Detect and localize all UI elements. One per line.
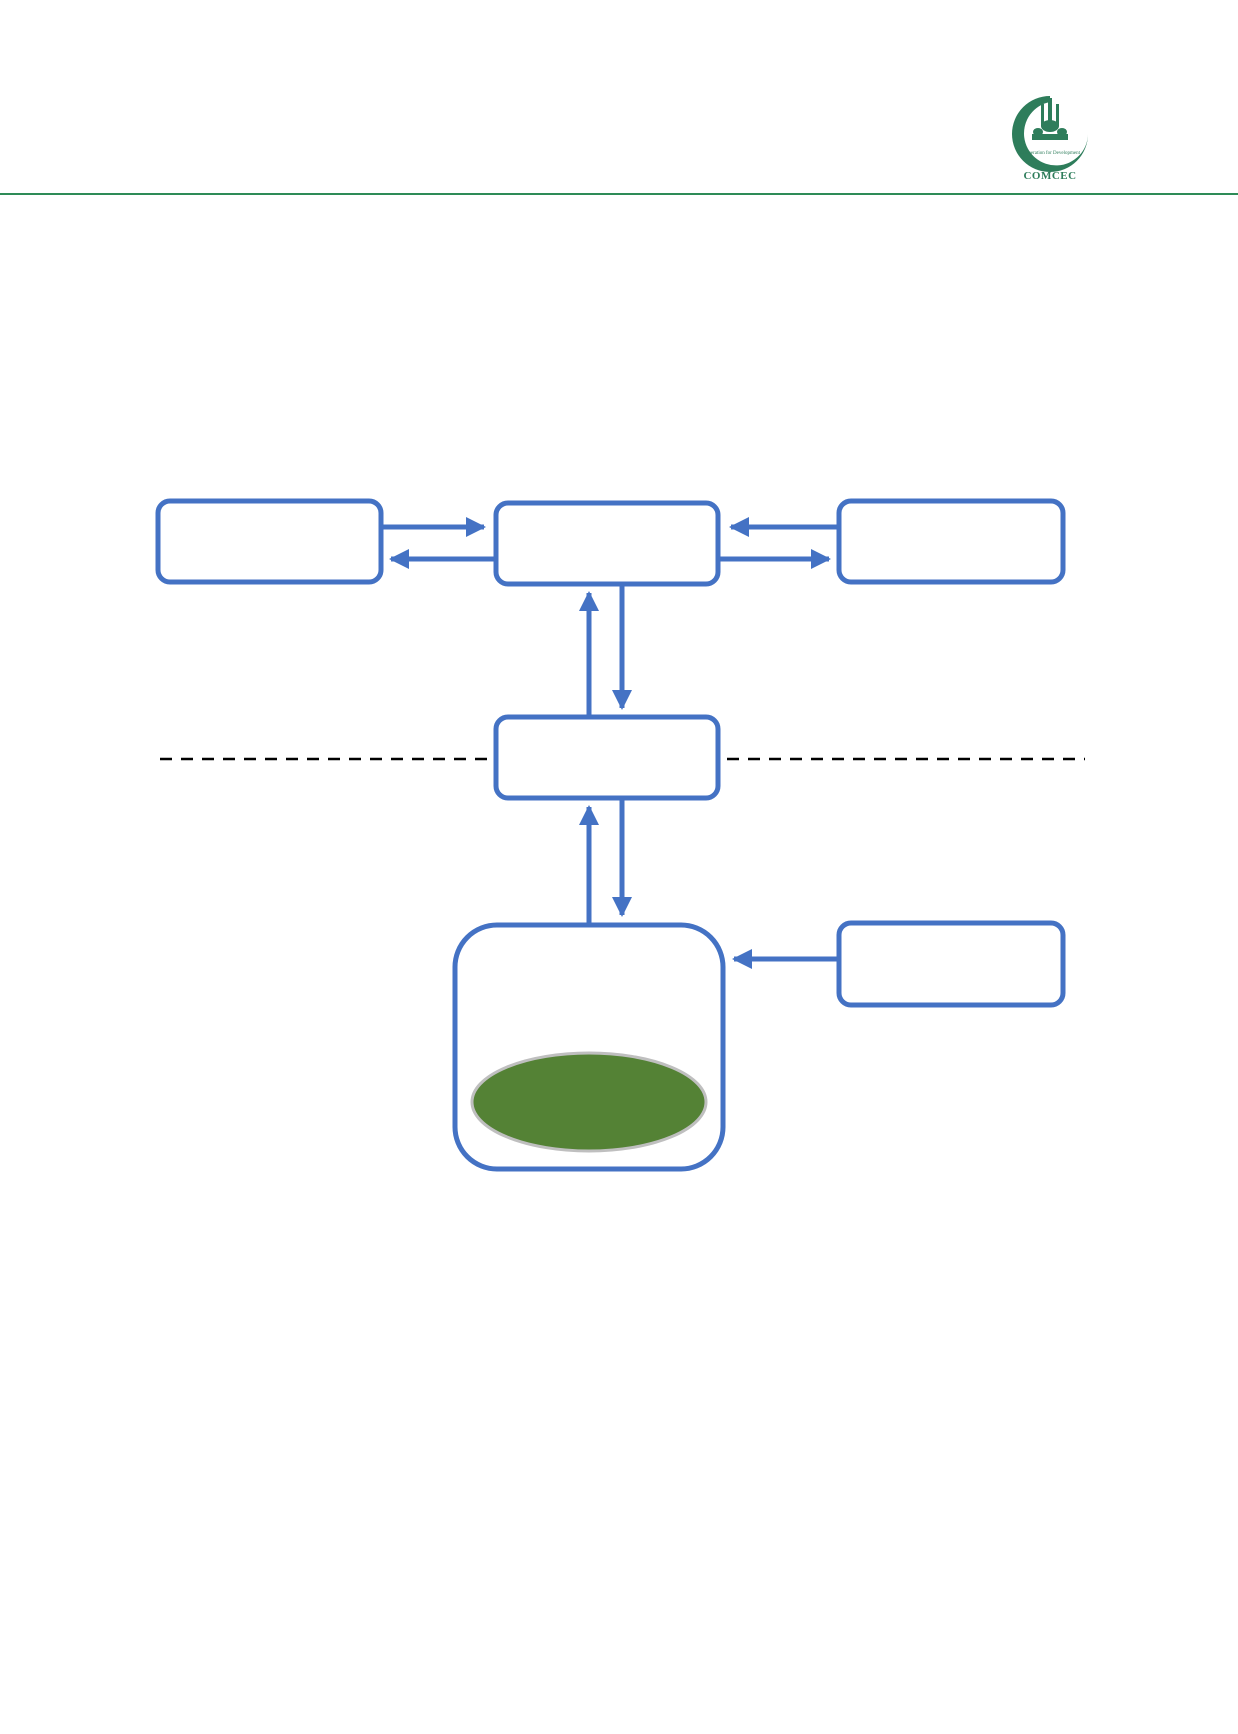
box-bottom-right	[836, 920, 1066, 1008]
box-top-left	[155, 498, 384, 585]
mosque-icon	[1032, 98, 1068, 140]
box-top-center	[493, 500, 721, 587]
header-rule	[0, 193, 1238, 195]
comcec-logo-icon: Cooperation for Development	[1012, 96, 1088, 172]
logo-ring-text: Cooperation for Development	[1020, 151, 1081, 156]
green-ellipse	[470, 1051, 708, 1153]
box-top-right	[836, 498, 1066, 585]
box-middle	[493, 714, 721, 801]
logo-text: COMCEC	[1023, 170, 1077, 182]
